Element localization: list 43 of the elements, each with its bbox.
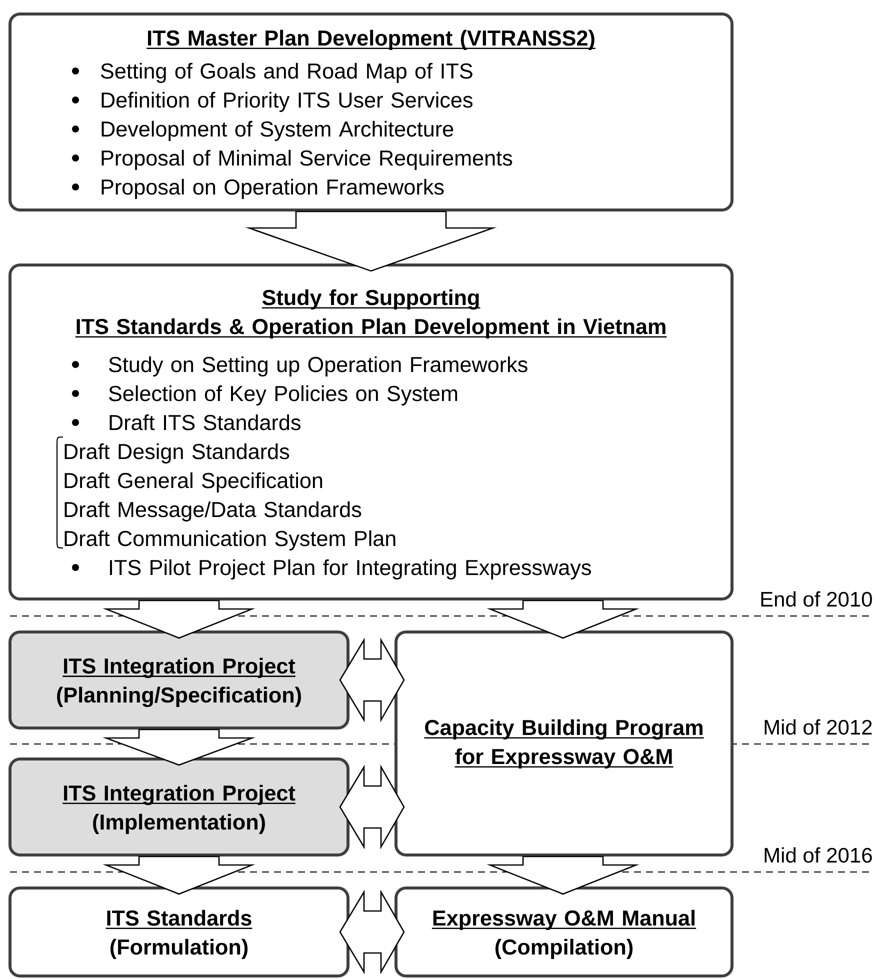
bullet-item: Setting of Goals and Road Map of ITS (101, 62, 472, 83)
timeline-label: End of 2010 (761, 591, 872, 607)
process-box (8, 886, 350, 978)
timeline-label: Mid of 2016 (764, 847, 872, 863)
double-block-arrow (339, 764, 405, 850)
subtitle: (Implementation) (93, 814, 265, 834)
double-block-arrow (339, 890, 405, 974)
heading: ITS Standards (106, 910, 252, 929)
block-arrow (102, 600, 256, 639)
process-box (394, 886, 734, 978)
process-box (8, 758, 350, 856)
heading: Expressway O&M Manual (432, 910, 696, 930)
bullet-item: Study on Setting up Operation Frameworks (109, 356, 528, 376)
list-item: Draft General Specification (64, 472, 322, 492)
block-arrow (102, 856, 256, 895)
heading: ITS Integration Project (62, 784, 296, 806)
heading: Capacity Building Program for Expressway O&M (424, 719, 704, 768)
block-arrow (486, 600, 640, 639)
heading: ITS Integration Project (62, 658, 296, 678)
bullet-item: Proposal on Operation Frameworks (102, 178, 444, 199)
list-item: Draft Message/Data Standards (64, 501, 362, 522)
process-box (8, 12, 734, 212)
process-box (8, 630, 350, 730)
block-arrow (102, 728, 256, 766)
bullet-item: Definition of Priority ITS User Services (102, 92, 472, 112)
bullet-item: Development of System Architecture (102, 120, 454, 141)
heading: ITS Master Plan Development (VITRANSS2) (146, 30, 596, 50)
heading: Study for Supporting ITS Standards & Operation Plan Development in Vietnam (75, 289, 667, 338)
process-box (394, 630, 734, 856)
timeline-label: Mid of 2012 (764, 719, 872, 735)
subtitle: (Formulation) (110, 938, 248, 959)
list-item: Draft Communication System Plan (64, 530, 396, 550)
block-arrow (486, 856, 640, 895)
bullet-item: Proposal of Minimal Service Requirements (102, 150, 512, 170)
bullet-item: ITS Pilot Project Plan for Integrating Expressways (110, 559, 591, 580)
block-arrow (245, 210, 497, 272)
bullet-item: Draft ITS Standards (110, 414, 300, 430)
list-item: Draft Design Standards (64, 443, 290, 464)
process-box (8, 264, 734, 600)
bullet-item: Selection of Key Policies on System (109, 385, 458, 406)
subtitle: (Compilation) (496, 938, 633, 959)
subtitle: (Planning/Specification) (57, 686, 301, 708)
double-block-arrow (339, 638, 405, 722)
